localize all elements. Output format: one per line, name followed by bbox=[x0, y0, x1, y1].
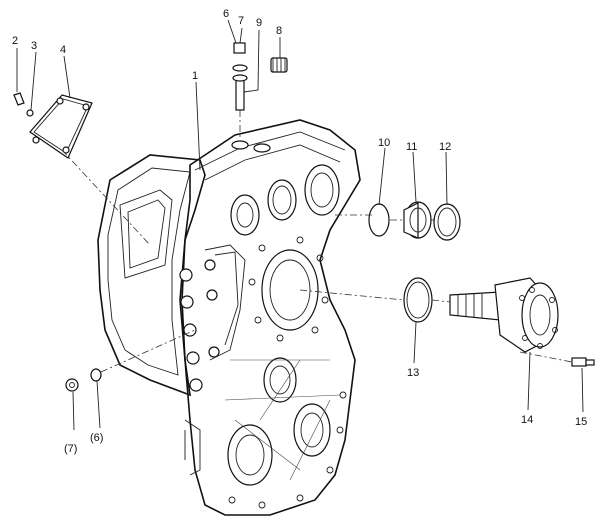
washer-6-lower bbox=[90, 368, 102, 382]
label-7b: (7) bbox=[64, 443, 77, 455]
o-ring-10 bbox=[368, 203, 390, 237]
cover-plate bbox=[29, 94, 93, 159]
part-labels: 1 2 3 4 6 7 8 9 10 11 12 13 14 15 (6) (7… bbox=[12, 8, 587, 455]
label-1: 1 bbox=[192, 70, 198, 82]
label-13: 13 bbox=[407, 367, 419, 379]
label-6: 6 bbox=[223, 8, 229, 20]
leader-lines bbox=[16, 19, 584, 431]
screw-2 bbox=[13, 92, 25, 106]
bolt-15 bbox=[571, 357, 595, 367]
label-4: 4 bbox=[60, 44, 66, 56]
housing bbox=[97, 119, 361, 516]
o-ring-13 bbox=[403, 277, 433, 323]
plug-6-7 bbox=[232, 42, 248, 72]
flange-shaft-14 bbox=[449, 277, 559, 353]
vent-pipe-9 bbox=[232, 74, 248, 111]
label-11: 11 bbox=[406, 141, 417, 153]
bearing-cap-11 bbox=[403, 201, 432, 239]
plug-7-lower bbox=[65, 378, 79, 392]
label-10: 10 bbox=[378, 137, 390, 149]
label-14: 14 bbox=[521, 414, 533, 426]
label-12: 12 bbox=[439, 141, 451, 153]
label-3: 3 bbox=[31, 40, 37, 52]
circlip-12 bbox=[433, 203, 461, 241]
breather-8 bbox=[270, 57, 288, 73]
washer-3 bbox=[26, 109, 34, 117]
label-9: 9 bbox=[256, 17, 262, 29]
label-8: 8 bbox=[276, 25, 282, 37]
label-6b: (6) bbox=[90, 432, 103, 444]
label-2: 2 bbox=[12, 35, 18, 47]
assembly-lines bbox=[61, 110, 573, 373]
label-15: 15 bbox=[575, 416, 587, 428]
label-7: 7 bbox=[238, 15, 244, 27]
